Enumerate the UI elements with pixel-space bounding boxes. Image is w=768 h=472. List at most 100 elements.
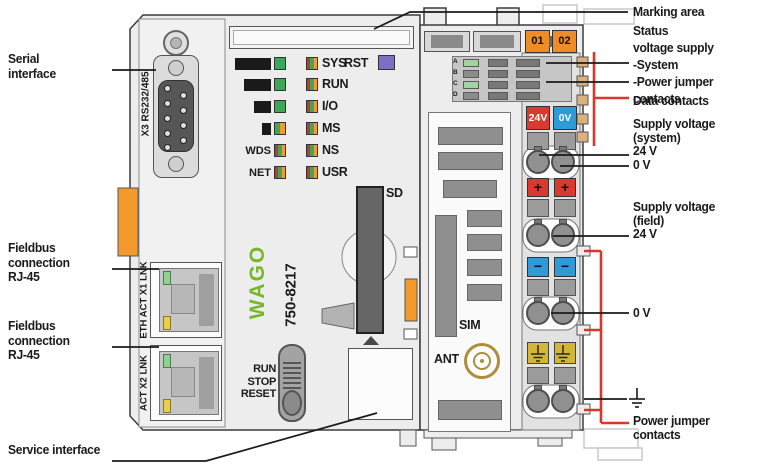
mode-switch-knob [282, 390, 302, 416]
vent-slat [443, 180, 497, 198]
rj45-latch-1 [171, 284, 195, 314]
led-io [306, 100, 318, 113]
data-contact-pads [576, 56, 589, 143]
dsub-screw-top [168, 60, 184, 76]
status-cell [516, 92, 540, 100]
cage-clamp [526, 223, 550, 247]
vent-slat [467, 259, 502, 276]
status-row-letter: B [453, 69, 458, 76]
serial-port-label: X3 RS232/485 [140, 71, 152, 137]
led-ms [306, 122, 318, 135]
label-service-interface: Service interface [8, 442, 101, 457]
rst-label: RST [344, 56, 369, 70]
dsub-pin [164, 130, 171, 137]
dsub-pin [164, 100, 171, 107]
mode-switch-ridges [283, 362, 301, 390]
terminal-opening [554, 367, 576, 384]
dsub-pin [180, 122, 187, 129]
terminal-0v-label: 0V [553, 106, 577, 130]
status-led-a [463, 59, 479, 67]
led-ns [306, 144, 318, 157]
cage-clamp [551, 150, 575, 174]
dsub-pin [180, 137, 187, 144]
rj45-contacts-1 [199, 274, 214, 326]
label-fieldbus-1: Fieldbus connection RJ-45 [8, 240, 70, 284]
dsub-screw-bottom [168, 156, 184, 172]
dsub-pin [180, 92, 187, 99]
marker-tag-link [549, 36, 553, 47]
led-legend-bar [244, 79, 271, 91]
service-interface-flap [348, 348, 413, 420]
status-cell [516, 70, 540, 78]
cage-clamp [526, 389, 550, 413]
panel-screw-center [170, 37, 182, 49]
status-cell [488, 70, 508, 78]
dsub-pin [164, 115, 171, 122]
status-row-letter: A [453, 58, 458, 65]
label-marking-area: Marking area [633, 4, 705, 19]
led-legend-bar [262, 123, 271, 135]
vent-slat [467, 284, 502, 301]
sd-eject-lever [321, 302, 355, 330]
din-latch-orange [117, 187, 139, 257]
cage-clamp [526, 150, 550, 174]
label-zero-v: 0 V [633, 305, 651, 320]
led-run-left [274, 78, 286, 91]
label-power-jumper-contacts: Power jumper contacts [633, 413, 710, 442]
dsub-pin [164, 85, 171, 92]
led-wds [274, 144, 286, 157]
rj45-lnk-led-2 [163, 354, 171, 368]
led-run [306, 78, 318, 91]
status-led-d [463, 92, 479, 100]
sim-slot [435, 215, 457, 337]
status-led-b [463, 70, 479, 78]
terminal-24v-label: 24V [526, 106, 550, 130]
label-data-contacts: Data contacts [633, 93, 709, 108]
sd-label: SD [386, 186, 403, 200]
rj45-latch-2 [171, 367, 195, 397]
sim-label: SIM [459, 318, 481, 332]
rst-button [378, 55, 395, 70]
terminal-opening [527, 367, 549, 384]
red-bracket-data-contacts [592, 52, 629, 146]
sd-card-slot [356, 186, 384, 334]
led-label-run: RUN [322, 77, 349, 91]
led-left-label-net: NET [249, 167, 271, 179]
terminal-minus: − [527, 257, 549, 277]
vent-slat [467, 234, 502, 251]
status-led-c [463, 81, 479, 89]
status-cell [516, 59, 540, 67]
eth-port-1-label: ETH ACT X1 LNK [138, 261, 150, 339]
rj45-act-led-1 [163, 316, 171, 330]
led-label-io: I/O [322, 99, 338, 113]
vent-slat [438, 400, 502, 420]
cage-clamp [551, 301, 575, 325]
module-latch-orange [404, 278, 418, 322]
antenna-connector-pin [480, 359, 484, 363]
led-sys [306, 57, 318, 70]
label-fieldbus-2: Fieldbus connection RJ-45 [8, 318, 70, 362]
led-sys-left [274, 57, 286, 70]
status-cell [488, 92, 508, 100]
vent-slat [467, 210, 502, 227]
cage-clamp [551, 223, 575, 247]
status-cell [516, 81, 540, 89]
status-row-letter: C [453, 80, 458, 87]
led-legend-bar [254, 101, 271, 113]
label-status-voltage-supply: Status voltage supply -System -Power jum… [633, 23, 714, 106]
earth-icon [629, 388, 645, 408]
marker-tag-02: 02 [552, 30, 577, 53]
led-io-left [274, 100, 286, 113]
marking-recess-1-inner [431, 35, 463, 48]
mode-switch-labels: RUN STOP RESET [240, 363, 276, 400]
rj45-contacts-2 [199, 357, 214, 409]
status-cell [488, 59, 508, 67]
led-left-label-wds: WDS [245, 145, 271, 157]
vent-slat [438, 127, 503, 145]
terminal-plus: + [527, 178, 549, 197]
terminal-earth [527, 342, 549, 364]
label-supply-voltage-system: Supply voltage (system) 24 V 0 V [633, 116, 716, 172]
triangle-up-icon [363, 336, 379, 345]
vent-slat [438, 152, 503, 170]
led-label-ms: MS [322, 121, 341, 135]
